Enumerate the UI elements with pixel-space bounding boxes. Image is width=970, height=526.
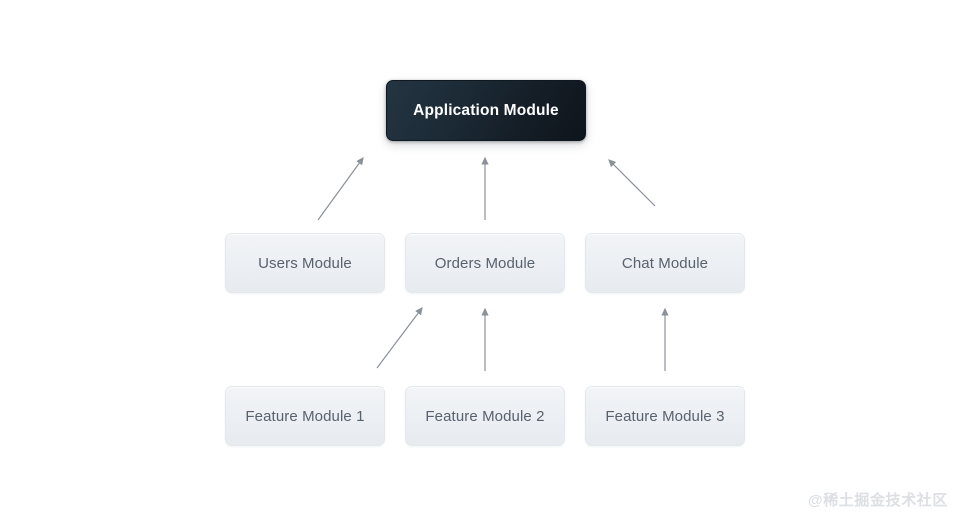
node-feature-module-1[interactable]: Feature Module 1 — [225, 386, 385, 446]
arrow-chat-to-application — [608, 159, 656, 207]
node-label: Chat Module — [621, 254, 709, 272]
node-label: Users Module — [258, 254, 352, 272]
node-label: Feature Module 3 — [605, 407, 725, 425]
node-users-module[interactable]: Users Module — [225, 233, 385, 293]
node-label: Feature Module 2 — [425, 407, 545, 425]
watermark: @稀土掘金技术社区 — [807, 492, 948, 509]
node-label: Feature Module 1 — [245, 407, 365, 425]
node-feature-module-3[interactable]: Feature Module 3 — [585, 386, 745, 446]
node-feature-module-2[interactable]: Feature Module 2 — [405, 386, 565, 446]
node-chat-module[interactable]: Chat Module — [585, 233, 745, 293]
node-label: Orders Module — [434, 254, 536, 272]
arrow-users-to-application — [317, 157, 364, 221]
arrow-feature1-to-orders — [376, 307, 423, 369]
node-orders-module[interactable]: Orders Module — [405, 233, 565, 293]
node-label: Application Module — [413, 101, 559, 119]
node-application-module[interactable]: Application Module — [386, 80, 586, 141]
